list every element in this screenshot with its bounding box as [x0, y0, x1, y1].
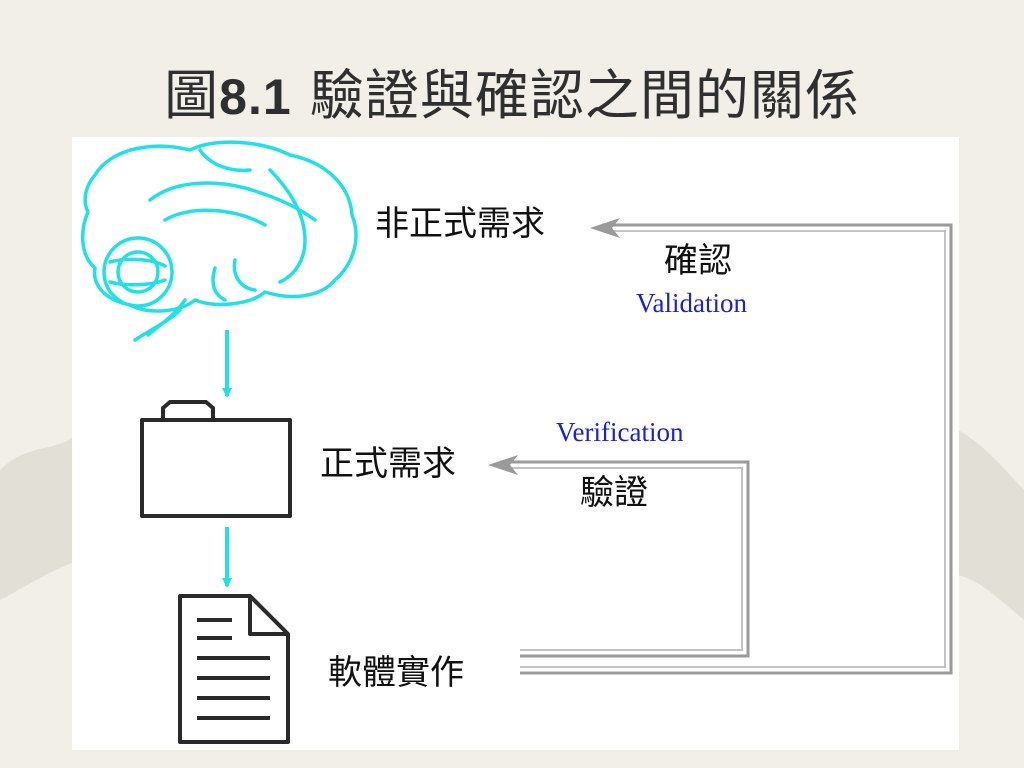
verification-loop	[500, 460, 750, 658]
slide-title: 圖8.1 驗證與確認之間的關係	[0, 56, 1024, 136]
verification-en-label: Verification	[556, 417, 684, 447]
validation-en-label: Validation	[636, 288, 747, 318]
verification-zh-label: 驗證	[580, 473, 648, 513]
diagram-panel	[72, 137, 959, 750]
title-prefix: 圖	[164, 64, 220, 127]
validation-loop	[520, 223, 953, 675]
validation-zh-label: 確認	[664, 241, 732, 281]
verification-arrowhead	[488, 455, 518, 475]
informal-requirements-label: 非正式需求	[375, 204, 545, 244]
title-text: 驗證與確認之間的關係	[309, 64, 860, 127]
software-implementation-label: 軟體實作	[328, 653, 464, 693]
formal-requirements-label: 正式需求	[320, 444, 456, 484]
title-number: 8.1	[219, 69, 292, 125]
brain-icon	[80, 140, 358, 342]
validation-arrowhead	[590, 218, 620, 238]
document-icon	[178, 594, 290, 744]
folder-icon	[140, 400, 292, 518]
